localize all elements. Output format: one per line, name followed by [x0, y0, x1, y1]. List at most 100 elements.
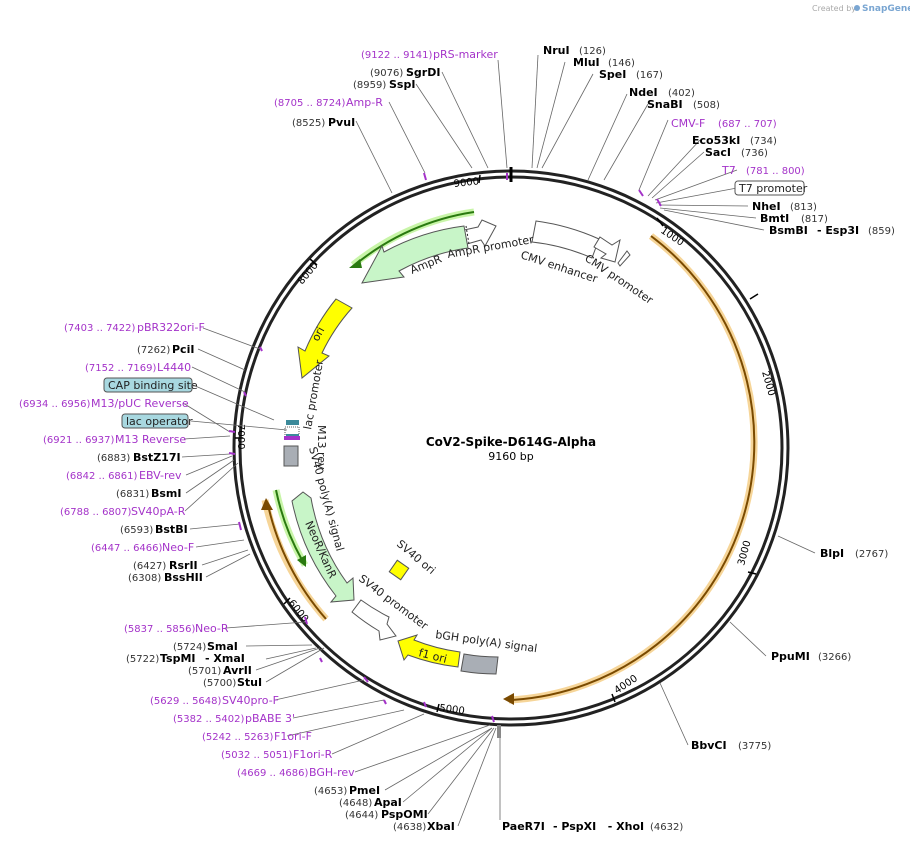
- site-paer7i-extra: - PspXI - XhoI: [553, 820, 644, 833]
- neor-shape: [291, 491, 355, 603]
- boxed-cap-site: CAP binding site: [108, 379, 198, 392]
- primer-bgh-rev: BGH-rev: [309, 766, 355, 779]
- plasmid-length: 9160 bp: [488, 450, 533, 463]
- site-bsmi-pos: (6831): [116, 489, 149, 500]
- ampr-green-arrowhead: [349, 259, 362, 268]
- spike-cds-arc: [511, 235, 756, 701]
- site-apai: ApaI: [374, 796, 402, 809]
- primer-f1ori-r-range: (5032 .. 5051): [221, 750, 293, 761]
- credit-prefix: Created by: [812, 4, 856, 13]
- site-sspi: SspI: [389, 78, 415, 91]
- primer-neo-r: Neo-R: [195, 622, 229, 635]
- primer-f1ori-f: F1ori-F: [274, 730, 312, 743]
- site-snabi-pos: (508): [693, 100, 720, 111]
- site-nhei: NheI: [752, 200, 781, 213]
- primer-t7-range: (781 .. 800): [746, 166, 805, 177]
- site-ppumi-pos: (3266): [818, 652, 851, 663]
- site-bmti: BmtI: [760, 212, 789, 225]
- site-avrii: AvrII: [223, 664, 252, 677]
- primer-cmv-f-range: (687 .. 707): [718, 119, 777, 130]
- primer-markers: [228, 172, 662, 723]
- tick-label: 7000: [235, 424, 246, 449]
- primer-prs-marker: pRS-marker: [433, 48, 498, 61]
- neo-green-arrowhead: [297, 555, 306, 567]
- site-pvui-pos: (8525): [292, 118, 325, 129]
- site-bmti-pos: (817): [801, 214, 828, 225]
- site-mlui-pos: (146): [608, 58, 635, 69]
- sv40-ori-shape: [388, 559, 410, 581]
- primer-cmv-f: CMV-F: [671, 117, 705, 130]
- site-pmei: PmeI: [349, 784, 380, 797]
- site-ndei-pos: (402): [668, 88, 695, 99]
- site-bsmbi-pos: (859): [868, 226, 895, 237]
- site-pspomi-pos: (4644): [345, 810, 378, 821]
- site-xbai-pos: (4638): [393, 822, 426, 833]
- site-rsrii-pos: (6427): [133, 561, 166, 572]
- site-bstz17i: BstZ17I: [133, 451, 181, 464]
- site-bstbi-pos: (6593): [120, 525, 153, 536]
- site-labels: NruI (126) MluI (146) SpeI (167) NdeI (4…: [19, 44, 895, 833]
- site-sgrdi-pos: (9076): [370, 68, 403, 79]
- cap-site-shape: [286, 420, 299, 425]
- primer-sv40pro-f: SV40pro-F: [222, 694, 279, 707]
- credit-brand: SnapGene: [862, 4, 910, 14]
- boxed-t7-promoter: T7 promoter: [738, 182, 808, 195]
- boxed-labels: T7 promoter CAP binding site lac operato…: [103, 180, 808, 429]
- primer-pbr322ori-f-range: (7403 .. 7422): [64, 323, 136, 334]
- site-stui-pos: (5700): [203, 678, 236, 689]
- site-nrui-pos: (126): [579, 46, 606, 57]
- site-bbvci-pos: (3775): [738, 741, 771, 752]
- ampr-cds-shape: [361, 225, 469, 284]
- sv40-promoter-shape: [351, 599, 397, 641]
- primer-pbabe3-range: (5382 .. 5402): [173, 714, 245, 725]
- site-snabi: SnaBI: [647, 98, 683, 111]
- site-eco53ki-pos: (734): [750, 136, 777, 147]
- site-bsshii-pos: (6308): [128, 573, 161, 584]
- primer-sv40pa-r-range: (6788 .. 6807): [60, 507, 132, 518]
- site-pmei-pos: (4653): [314, 786, 347, 797]
- site-eco53ki: Eco53kI: [692, 134, 740, 147]
- site-paer7i-pos: (4632): [650, 822, 683, 833]
- site-tspmi-extra: - XmaI: [205, 652, 245, 665]
- cmv-enhancer-shape: [531, 220, 600, 259]
- primer-t7: T7: [721, 164, 736, 177]
- site-smai-pos: (5724): [173, 642, 206, 653]
- primer-m13-reverse: M13 Reverse: [115, 433, 186, 446]
- primer-m13-reverse-range: (6921 .. 6937): [43, 435, 115, 446]
- site-ppumi: PpuMI: [771, 650, 810, 663]
- sv40-polya-shape: [283, 445, 299, 467]
- primer-pbabe3: pBABE 3': [245, 712, 295, 725]
- site-stui: StuI: [237, 676, 262, 689]
- primer-neo-r-range: (5837 .. 5856): [124, 624, 196, 635]
- site-bstbi: BstBI: [155, 523, 188, 536]
- site-pvui: PvuI: [328, 116, 355, 129]
- primer-f1ori-r: F1ori-R: [293, 748, 333, 761]
- site-sspi-pos: (8959): [353, 80, 386, 91]
- site-bstz17i-pos: (6883): [97, 453, 130, 464]
- site-blpi: BlpI: [820, 547, 844, 560]
- primer-neo-f-range: (6447 .. 6466): [91, 543, 163, 554]
- feature-label-m13-rev: M13 rev: [315, 425, 328, 470]
- tick-label: 8000: [296, 260, 321, 287]
- site-tspmi: TspMI: [160, 652, 196, 665]
- site-pcii: PciI: [172, 343, 194, 356]
- site-sgrdi: SgrDI: [406, 66, 440, 79]
- spike-cds-arrowhead: [503, 693, 514, 705]
- boxed-t7-promoter-bg: [734, 180, 805, 196]
- orange-arc-left-arrowhead: [261, 498, 273, 510]
- site-saci-pos: (736): [741, 148, 768, 159]
- primer-sv40pro-f-range: (5629 .. 5648): [150, 696, 222, 707]
- site-blpi-pos: (2767): [855, 549, 888, 560]
- site-saci: SacI: [705, 146, 731, 159]
- boxed-lac-operator-bg: [121, 413, 189, 429]
- site-pspomi: PspOMI: [381, 808, 428, 821]
- primer-neo-f: Neo-F: [162, 541, 194, 554]
- site-apai-pos: (4648): [339, 798, 372, 809]
- spike-cds-arc-halo: [508, 233, 758, 704]
- lac-promoter-shape: [284, 426, 300, 436]
- plasmid-name: CoV2-Spike-D614G-Alpha: [426, 435, 596, 449]
- tick-label: 9000: [453, 176, 479, 190]
- primer-bgh-rev-range: (4669 .. 4686): [237, 768, 309, 779]
- site-spei-pos: (167): [636, 70, 663, 81]
